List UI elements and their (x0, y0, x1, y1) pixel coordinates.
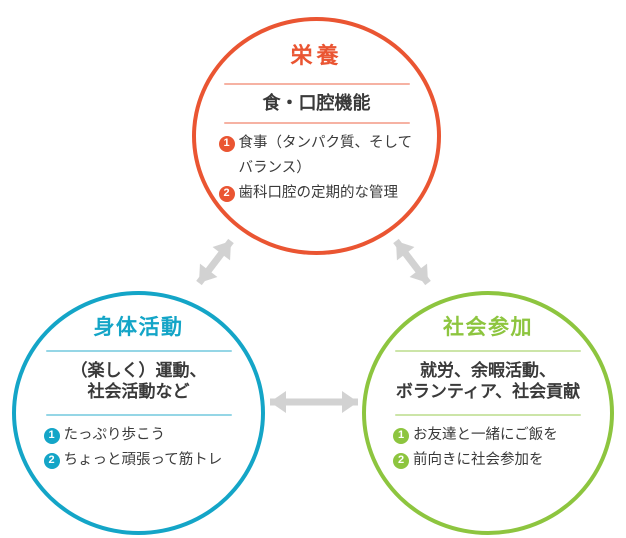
arrow-nutrition-physical-icon (196, 238, 234, 286)
social-participation-list: 1 お友達と一緒にご飯を 2 前向きに社会参加を (393, 423, 583, 473)
list-item-text: 食事（タンパク質、そして バランス） (239, 131, 413, 181)
list-item-text: ちょっと頑張って筋トレ (64, 448, 223, 473)
separator (45, 414, 232, 416)
list-item: 2 前向きに社会参加を (393, 448, 583, 473)
separator (223, 83, 410, 85)
list-item-text: たっぷり歩こう (64, 423, 166, 448)
number-badge: 2 (393, 452, 409, 469)
physical-activity-subtitle: （楽しく）運動、 社会活動など (71, 360, 207, 402)
list-item: 2 ちょっと頑張って筋トレ (43, 448, 234, 473)
physical-activity-circle: 身体活動 （楽しく）運動、 社会活動など 1 たっぷり歩こう 2 ちょっと頑張っ… (12, 291, 265, 535)
nutrition-subtitle: 食・口腔機能 (263, 91, 371, 115)
subtitle-line: ボランティア、社会貢献 (395, 382, 581, 401)
list-item: 2 歯科口腔の定期的な管理 (218, 181, 415, 206)
list-item-text: 前向きに社会参加を (413, 448, 544, 473)
list-item-text: お友達と一緒にご飯を (413, 423, 558, 448)
nutrition-circle: 栄養 食・口腔機能 1 食事（タンパク質、そして バランス） 2 歯科口腔の定期… (192, 17, 441, 255)
number-badge: 2 (218, 185, 235, 202)
number-badge: 1 (393, 427, 409, 444)
nutrition-title: 栄養 (290, 43, 343, 68)
subtitle-line: （楽しく）運動、 (70, 361, 207, 380)
nutrition-list: 1 食事（タンパク質、そして バランス） 2 歯科口腔の定期的な管理 (218, 131, 415, 206)
item-text-line: たっぷり歩こう (63, 427, 166, 443)
physical-activity-list: 1 たっぷり歩こう 2 ちょっと頑張って筋トレ (43, 423, 234, 473)
list-item: 1 お友達と一緒にご飯を (393, 423, 583, 448)
item-text-line: お友達と一緒にご飯を (413, 427, 558, 443)
item-text-line: 前向きに社会参加を (413, 452, 544, 468)
item-text-line: 歯科口腔の定期的な管理 (238, 185, 399, 201)
subtitle-line: 社会活動など (87, 382, 190, 401)
physical-activity-title: 身体活動 (93, 316, 184, 339)
separator (223, 122, 410, 124)
number-badge: 1 (218, 135, 235, 152)
social-participation-circle: 社会参加 就労、余暇活動、 ボランティア、社会貢献 1 お友達と一緒にご飯を 2… (362, 291, 614, 535)
number-badge: 2 (43, 452, 60, 469)
separator (395, 350, 581, 352)
subtitle-line: 食・口腔機能 (262, 93, 371, 113)
arrow-nutrition-social-icon (393, 238, 431, 286)
item-text-line: 食事（タンパク質、そして (238, 135, 413, 151)
social-participation-title: 社会参加 (443, 316, 533, 339)
list-item: 1 たっぷり歩こう (43, 423, 234, 448)
social-participation-subtitle: 就労、余暇活動、 ボランティア、社会貢献 (396, 360, 580, 402)
list-item-text: 歯科口腔の定期的な管理 (239, 181, 399, 206)
separator (45, 350, 232, 352)
subtitle-line: 就労、余暇活動、 (420, 361, 556, 380)
list-item: 1 食事（タンパク質、そして バランス） (218, 131, 415, 181)
number-badge: 1 (43, 427, 60, 444)
item-text-line: バランス） (238, 160, 311, 176)
item-text-line: ちょっと頑張って筋トレ (63, 452, 223, 468)
separator (395, 414, 581, 416)
